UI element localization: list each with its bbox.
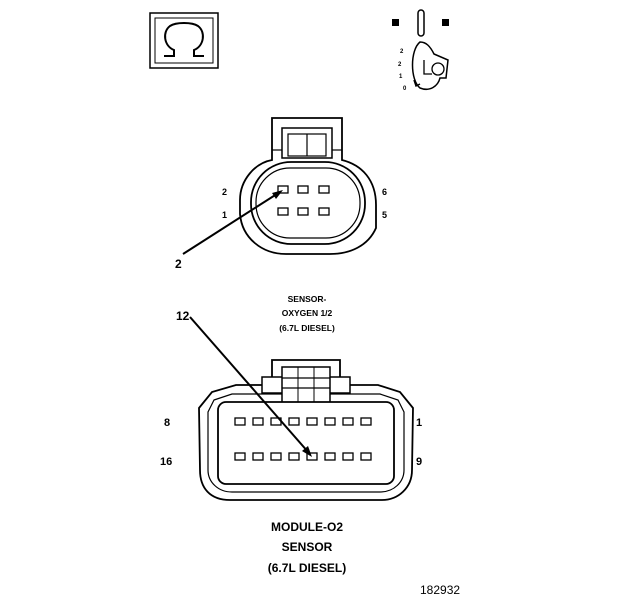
sensor-cavity [318,185,330,194]
module-cavity [342,452,354,461]
sensor-caption: SENSOR- OXYGEN 1/2 (6.7L DIESEL) [279,294,335,333]
module-pin-label: 8 [164,417,170,429]
ignition-pos-label: 1 [399,74,403,80]
module-cavity-grid [234,417,372,461]
sensor-pin-label: 1 [222,210,227,220]
module-pin-label: 16 [160,456,172,468]
module-cavity [252,417,264,426]
module-cavity [342,417,354,426]
sensor-callout-label: 2 [175,257,182,271]
sensor-connector: 2 1 6 5 2 [175,117,387,271]
sensor-cavity [277,185,289,194]
module-caption-line: SENSOR [282,540,333,554]
sensor-caption-line: OXYGEN 1/2 [282,308,333,318]
module-cavity [270,452,282,461]
module-callout-arrowhead [302,446,312,457]
module-caption: MODULE-O2 SENSOR (6.7L DIESEL) [268,520,346,575]
ohm-icon [164,22,204,57]
sensor-pin-label: 6 [382,187,387,197]
ohm-symbol-box [149,12,219,69]
sensor-callout-arrowhead [272,190,283,199]
module-pin-label: 9 [416,456,422,468]
sensor-cavity [297,207,309,216]
module-cavity [360,452,372,461]
module-cavity [288,452,300,461]
sensor-caption-line: (6.7L DIESEL) [279,323,335,333]
module-connector: 8 1 16 9 12 [160,309,422,501]
module-caption-line: MODULE-O2 [271,520,343,534]
module-callout-label: 12 [176,309,190,323]
ignition-pos-label: 0 [403,86,407,92]
sensor-cavity [318,207,330,216]
sensor-cavity-grid [277,185,330,216]
sensor-pin-label: 2 [222,187,227,197]
module-caption-line: (6.7L DIESEL) [268,561,346,575]
sensor-cavity [277,207,289,216]
sensor-callout-line [182,191,281,255]
module-cavity [324,452,336,461]
module-cavity [306,417,318,426]
module-cavity [324,417,336,426]
module-cavity [360,417,372,426]
module-cavity [252,452,264,461]
module-cavity [288,417,300,426]
sensor-caption-line: SENSOR- [288,294,327,304]
ignition-pos-label: 2 [398,62,402,68]
sensor-cavity [297,185,309,194]
module-cavity [234,452,246,461]
module-callout-line [189,316,310,454]
sensor-pin-label: 5 [382,210,387,220]
ignition-pos-label: 2 [400,49,404,55]
figure-id: 182932 [420,583,460,597]
ignition-key-icon: 2 2 1 0 [392,9,449,92]
module-cavity [306,452,318,461]
module-pin-label: 1 [416,417,422,429]
module-cavity [234,417,246,426]
